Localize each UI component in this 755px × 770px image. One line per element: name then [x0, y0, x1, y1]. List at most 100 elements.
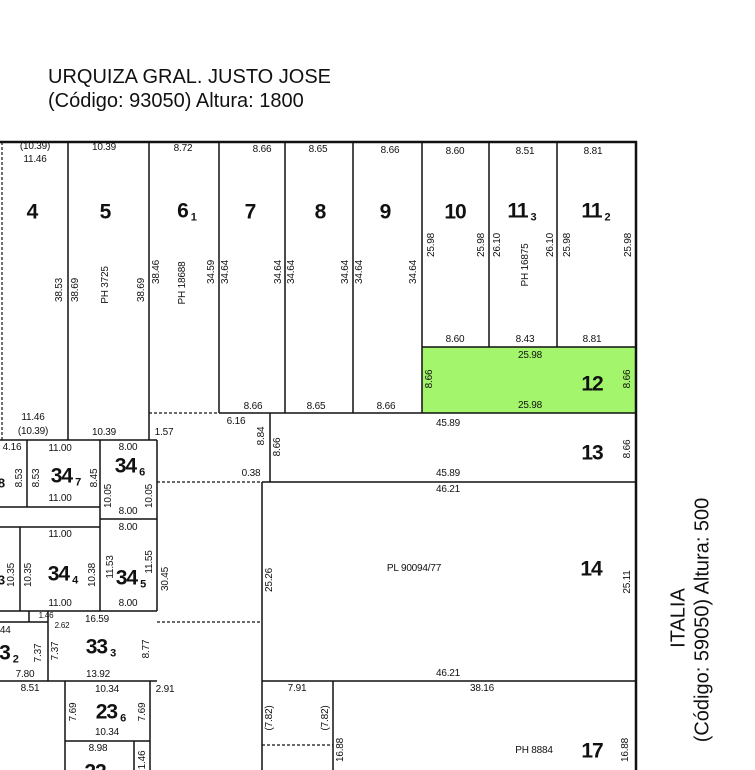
measure: 11.55 [144, 550, 155, 574]
measure: 1.57 [154, 427, 174, 438]
measure: 2.62 [54, 621, 70, 630]
measure: 8.51 [20, 683, 40, 694]
measure: 8.72 [173, 143, 193, 154]
measure: 25.98 [426, 232, 437, 258]
lot-number-9[interactable]: 9 [379, 200, 392, 224]
lot-number-12[interactable]: 12 [581, 372, 603, 396]
measure: 13.92 [85, 669, 111, 680]
measure: 11.00 [48, 443, 72, 454]
measure: 8.45 [89, 468, 100, 488]
measure: 10.35 [6, 562, 17, 588]
measure: 25.98 [517, 350, 543, 361]
measure: 7.80 [15, 669, 35, 680]
measure: 16.88 [335, 737, 346, 763]
measure: 2.91 [155, 684, 175, 695]
measure: 10.05 [144, 483, 155, 509]
measure: 11.46 [21, 412, 45, 423]
measure: 8.00 [118, 442, 138, 453]
street-name-top: URQUIZA GRAL. JUSTO JOSE [48, 66, 332, 88]
lot-num: 3 [0, 641, 11, 665]
measure: 10.05 [103, 483, 114, 509]
lot-number-17[interactable]: 17 [581, 739, 603, 763]
measure: 8.00 [118, 522, 138, 533]
measure: 34.64 [408, 259, 419, 285]
measure: 8.66 [424, 369, 435, 389]
measure: 10.38 [87, 562, 98, 588]
ph-label: PH 18688 [177, 261, 188, 305]
lot-sub: 2 [604, 211, 611, 224]
measure: 8.53 [31, 468, 42, 488]
measure: (10.39) [17, 426, 49, 437]
measure: 7.69 [68, 702, 79, 722]
measure: 46.21 [435, 484, 461, 495]
lot-number-8[interactable]: 8 [314, 200, 327, 224]
measure: 11.46 [23, 154, 47, 165]
lot-number-7[interactable]: 7 [244, 200, 257, 224]
lot-number-14[interactable]: 14 [580, 557, 602, 581]
lot-number-partial[interactable]: 3 [0, 572, 5, 588]
measure: 25.98 [476, 232, 487, 258]
measure: 7.69 [137, 702, 148, 722]
lot-12-highlight[interactable] [422, 347, 636, 413]
street-name-right: ITALIA [667, 588, 690, 648]
measure: 4.16 [2, 442, 22, 453]
ph-label: PH 8884 [515, 745, 553, 756]
measure: 34.64 [286, 259, 297, 285]
measure: 8.00 [118, 598, 138, 609]
measure: 38.53 [54, 277, 65, 303]
measure: 7.37 [33, 643, 44, 663]
measure: (10.39) [19, 141, 51, 152]
measure: 7.91 [287, 683, 307, 694]
measure: 8.66 [380, 145, 400, 156]
measure: .44 [0, 625, 11, 636]
measure: 38.69 [70, 277, 81, 303]
measure: 8.66 [272, 437, 283, 457]
measure: 45.89 [435, 418, 461, 429]
measure: 16.59 [84, 614, 110, 625]
lot-num: 23 [95, 700, 118, 724]
lot-number-13[interactable]: 13 [581, 441, 603, 465]
measure: 30.45 [160, 566, 171, 592]
measure: 8.43 [515, 334, 535, 345]
measure: 11.00 [48, 493, 72, 504]
lot-number-partial[interactable]: 8 [0, 475, 5, 491]
lot-num: 11 [581, 199, 602, 223]
measure: 25.98 [562, 232, 573, 258]
measure: 6.16 [226, 416, 246, 427]
measure: 1.46 [38, 611, 54, 620]
lot-num: 34 [47, 562, 70, 586]
measure: 34.64 [273, 259, 284, 285]
lot-number-22[interactable]: 22 [84, 762, 106, 770]
measure: 34.59 [206, 259, 217, 285]
lot-num: 34 [114, 454, 137, 478]
measure: 7.37 [50, 641, 61, 661]
lot-number-5[interactable]: 5 [99, 200, 112, 224]
lot-sub: 5 [140, 578, 147, 591]
lot-number-4[interactable]: 4 [26, 200, 39, 224]
measure: 8.60 [445, 334, 465, 345]
lot-sub: 6 [139, 466, 146, 479]
measure: 11.00 [48, 529, 72, 540]
lot-number-10[interactable]: 10 [444, 200, 466, 224]
measure: 8.65 [308, 144, 328, 155]
measure: 26.10 [545, 232, 556, 258]
measure: 1.46 [137, 750, 148, 770]
measure: 8.66 [243, 401, 263, 412]
measure: 26.10 [492, 232, 503, 258]
measure: 8.77 [141, 639, 152, 659]
measure: 25.11 [622, 570, 633, 594]
measure: 8.81 [583, 146, 603, 157]
measure: 38.16 [469, 683, 495, 694]
lot-num: 6 [177, 199, 189, 223]
